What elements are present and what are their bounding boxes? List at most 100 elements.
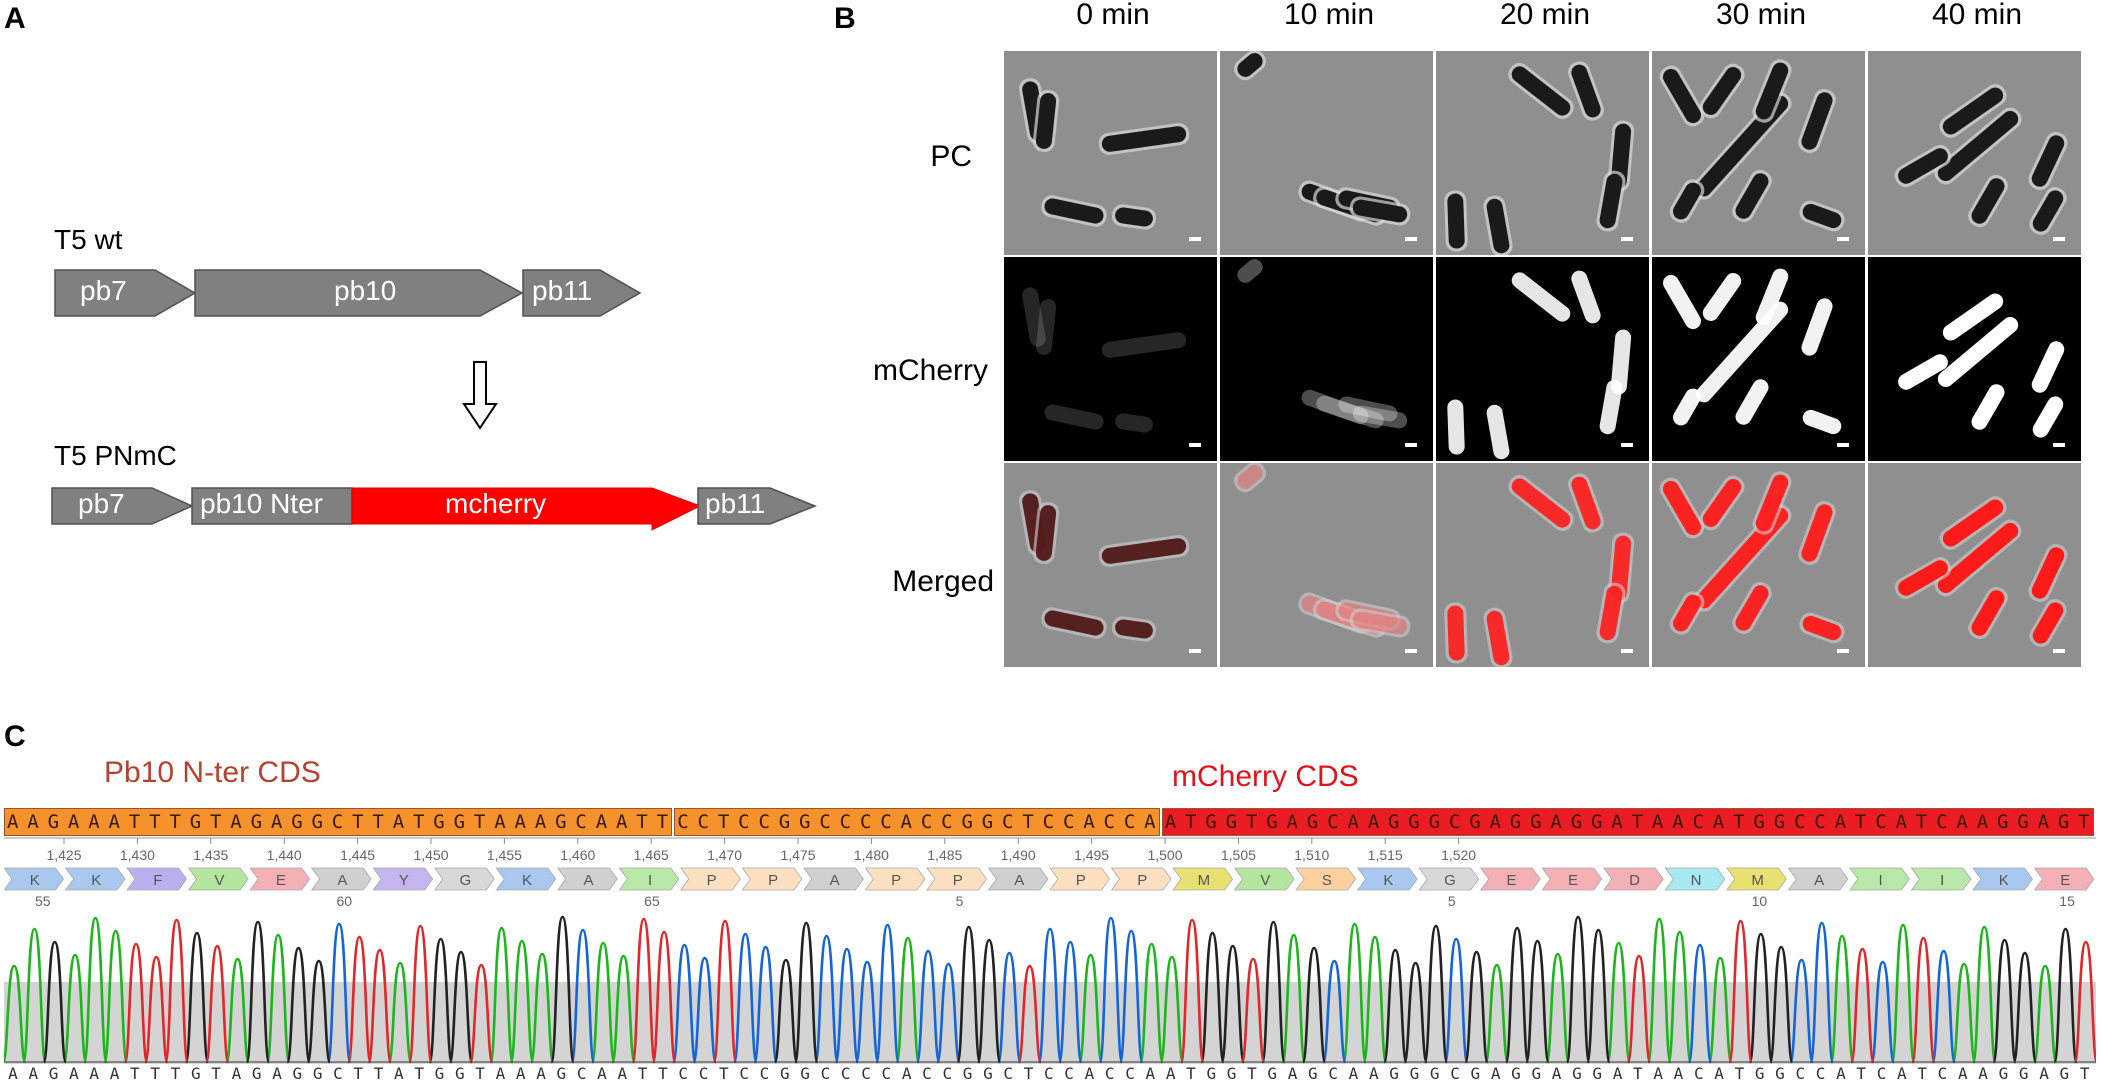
- micrograph-cell: [1004, 257, 1217, 461]
- wt-gene-label-pb7: pb7: [80, 275, 127, 306]
- called-base: T: [637, 1064, 648, 1083]
- amino-acid-arrow: [2033, 867, 2095, 891]
- called-base: C: [1450, 1064, 1460, 1083]
- amino-acid-arrow: [1664, 867, 1726, 891]
- called-base: A: [394, 1064, 404, 1083]
- called-base: G: [292, 1064, 303, 1083]
- called-base: A: [69, 1064, 79, 1083]
- time-label: 20 min: [1499, 0, 1591, 31]
- amino-acid-arrow: [1541, 867, 1603, 891]
- called-base: C: [840, 1064, 851, 1083]
- called-base: G: [190, 1064, 201, 1083]
- called-base: T: [130, 1064, 140, 1083]
- called-base: C: [678, 1064, 689, 1083]
- called-base: A: [1653, 1064, 1663, 1083]
- amino-acid-arrow: [1295, 867, 1357, 891]
- amino-acid-letter: K: [1383, 872, 1393, 889]
- called-base: G: [800, 1064, 810, 1083]
- amino-acid-number: 60: [336, 893, 352, 909]
- micrograph-cell: [1868, 51, 2081, 255]
- amino-acid-letter: M: [1198, 872, 1211, 889]
- amino-acid-letter: I: [1879, 872, 1883, 889]
- called-base: A: [8, 1064, 18, 1083]
- micrograph-cell: [1436, 51, 1649, 255]
- ruler-tick-label: 1,520: [1441, 847, 1476, 863]
- amino-acid-number: 5: [956, 893, 964, 909]
- amino-acid-arrow: [249, 867, 311, 891]
- wt-title: T5 wt: [54, 224, 123, 255]
- called-base: T: [170, 1064, 181, 1083]
- wt-gene-label-pb10: pb10: [334, 275, 397, 306]
- called-base: G: [556, 1064, 567, 1083]
- ruler-tick-label: 1,460: [560, 847, 595, 863]
- called-base: G: [1998, 1064, 2009, 1083]
- called-base: C: [1104, 1064, 1115, 1083]
- called-base: A: [28, 1064, 39, 1083]
- sequence-segment: ATGGTGAGCAAGGGCGAGGAGGATAACATGGCCATCATCA…: [1161, 808, 2094, 836]
- called-base: T: [1247, 1064, 1257, 1083]
- ruler-tick-label: 1,470: [707, 847, 742, 863]
- called-base: C: [861, 1064, 871, 1083]
- called-base: G: [48, 1064, 59, 1083]
- amino-acid-arrow: [864, 867, 926, 891]
- ruler-tick-label: 1,435: [193, 847, 228, 863]
- amino-acid-letter: A: [337, 872, 347, 889]
- amino-acid-arrow: [556, 867, 618, 891]
- called-base: C: [333, 1064, 343, 1083]
- wt-gene-map: [54, 269, 642, 317]
- called-base: G: [1308, 1064, 1318, 1083]
- called-base: G: [434, 1064, 445, 1083]
- amino-acid-letter: S: [1322, 872, 1332, 889]
- ruler-tick-label: 1,450: [413, 847, 448, 863]
- amino-acid-letter: P: [768, 872, 778, 889]
- amino-acid-arrow: [1418, 867, 1480, 891]
- called-base: G: [1592, 1064, 1603, 1083]
- amino-acid-arrow: [680, 867, 741, 891]
- called-base: T: [658, 1064, 668, 1083]
- ruler-tick-label: 1,515: [1368, 847, 1403, 863]
- called-base: A: [617, 1064, 628, 1083]
- called-base: A: [1287, 1064, 1298, 1083]
- ruler-tick-label: 1,475: [780, 847, 815, 863]
- called-base: T: [353, 1064, 364, 1083]
- amino-acid-number: 15: [2059, 893, 2075, 909]
- called-base: A: [901, 1064, 912, 1083]
- called-base: T: [719, 1064, 729, 1083]
- gene-arrow-mut-pb7: [51, 487, 194, 525]
- amino-acid-letter: P: [707, 872, 717, 889]
- called-base: C: [698, 1064, 709, 1083]
- called-base: A: [2039, 1064, 2049, 1083]
- amino-acid-arrow: [64, 867, 126, 891]
- amino-acid-letter: E: [1506, 872, 1516, 889]
- chromatogram-trace: [42, 915, 2078, 1064]
- quality-band: [4, 982, 2096, 1064]
- amino-acid-arrow: [1910, 867, 1972, 891]
- row-label-merged: Merged: [892, 565, 994, 598]
- called-base: C: [1044, 1064, 1054, 1083]
- called-base: A: [1490, 1064, 1501, 1083]
- amino-acid-arrow: [1726, 867, 1787, 891]
- called-base: A: [109, 1064, 120, 1083]
- row-label-pc: PC: [930, 140, 972, 173]
- called-base: T: [211, 1064, 221, 1083]
- amino-acid-letter: A: [584, 872, 594, 889]
- amino-acid-arrow: [4, 867, 65, 891]
- amino-acid-number: 65: [644, 893, 660, 909]
- called-base: C: [1328, 1064, 1338, 1083]
- amino-acid-letter: D: [1629, 872, 1640, 889]
- called-base: A: [1978, 1064, 1988, 1083]
- ruler-tick-label: 1,465: [634, 847, 669, 863]
- amino-acid-arrow: [187, 867, 249, 891]
- micrograph-cell: [1868, 463, 2081, 667]
- panel-label-c: C: [4, 720, 26, 753]
- gene-arrow-pb10: [194, 269, 524, 317]
- ruler-tick-label: 1,455: [487, 847, 522, 863]
- amino-acid-letter: V: [214, 872, 224, 889]
- amino-acid-letter: E: [276, 872, 286, 889]
- called-base: G: [1572, 1064, 1582, 1083]
- amino-acid-arrow: [741, 867, 803, 891]
- called-base: C: [1815, 1064, 1826, 1083]
- amino-acid-letter: E: [2060, 872, 2070, 889]
- time-label: 30 min: [1715, 0, 1807, 31]
- called-base: A: [597, 1064, 607, 1083]
